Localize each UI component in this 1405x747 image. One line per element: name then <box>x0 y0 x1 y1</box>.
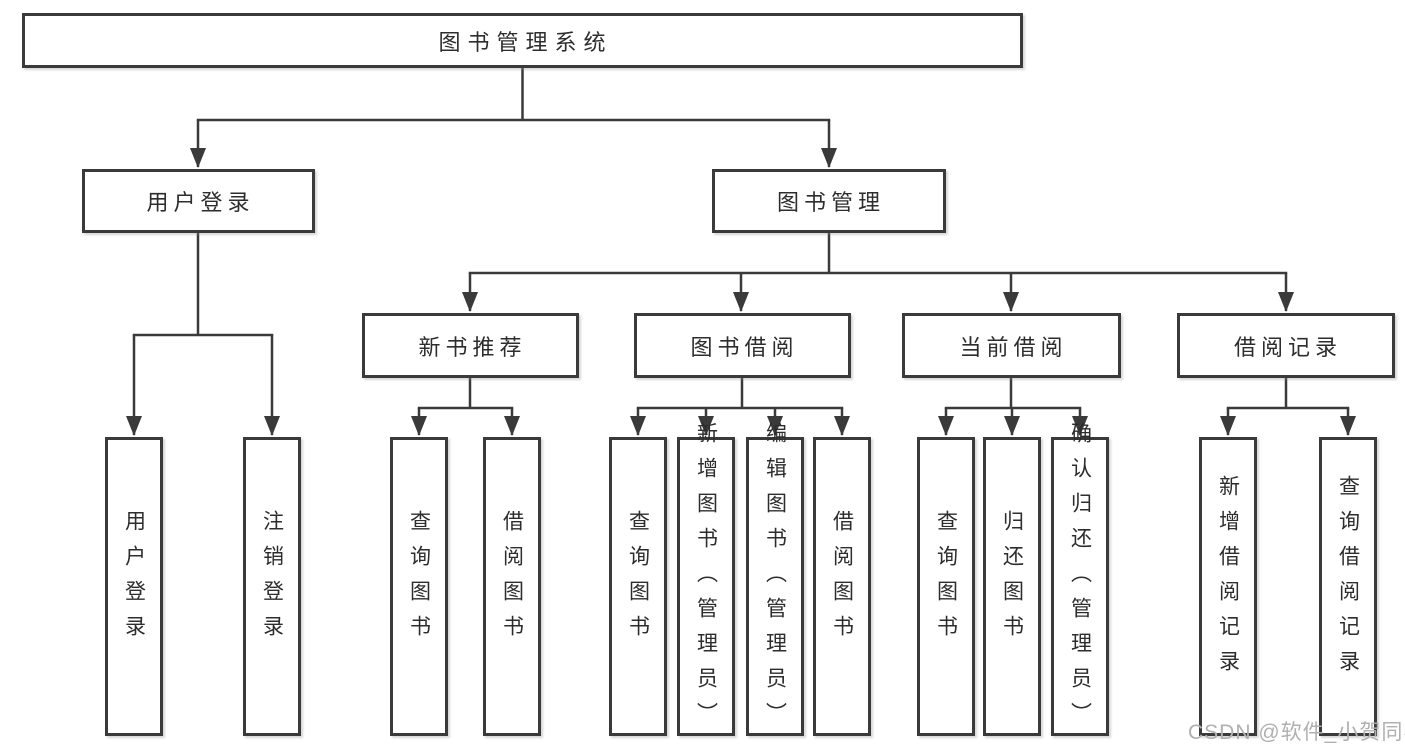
leaf-label: 注销登录 <box>260 509 284 650</box>
leaf-add-borrow-record: 新增借阅记录 <box>1199 437 1257 736</box>
node-label: 借阅记录 <box>1233 334 1342 360</box>
node-label: 当前借阅 <box>959 334 1068 360</box>
leaf-borrow-books-borrowing: 借阅图书 <box>813 437 871 736</box>
leaf-query-books-current: 查询图书 <box>917 437 975 736</box>
leaf-label: 编辑图书（管理员） <box>763 422 787 737</box>
leaf-label: 查询借阅记录 <box>1336 474 1360 685</box>
leaf-query-books-borrowing: 查询图书 <box>609 437 667 736</box>
leaf-label: 查询图书 <box>934 509 958 650</box>
node-user-login: 用户登录 <box>82 169 315 233</box>
node-book-borrowing: 图书借阅 <box>634 313 851 378</box>
leaf-label: 查询图书 <box>626 509 650 650</box>
node-label: 新书推荐 <box>418 334 527 360</box>
watermark: CSDN @软件_小贺同学 <box>1188 721 1405 744</box>
leaf-add-book-admin: 新增图书（管理员） <box>677 422 735 737</box>
leaf-label: 借阅图书 <box>500 509 524 650</box>
leaf-label: 新增借阅记录 <box>1216 474 1240 685</box>
leaf-label: 用户登录 <box>122 509 146 650</box>
leaf-edit-book-admin: 编辑图书（管理员） <box>746 422 804 737</box>
leaf-query-books-recommend: 查询图书 <box>390 437 448 736</box>
leaf-label: 查询图书 <box>407 509 431 650</box>
node-borrowing-records: 借阅记录 <box>1177 313 1395 378</box>
leaf-label: 确认归还（管理员） <box>1068 422 1092 737</box>
leaf-query-borrow-record: 查询借阅记录 <box>1319 437 1377 736</box>
node-library-management-system: 图书管理系统 <box>22 13 1023 68</box>
node-label: 图书借阅 <box>690 334 799 360</box>
node-new-book-recommendation: 新书推荐 <box>362 313 579 378</box>
leaf-return-book: 归还图书 <box>983 437 1041 736</box>
node-book-management: 图书管理 <box>712 169 946 233</box>
leaf-borrow-books-recommend: 借阅图书 <box>483 437 541 736</box>
node-label: 图书管理系统 <box>438 29 613 55</box>
node-label: 用户登录 <box>146 190 255 215</box>
leaf-label: 归还图书 <box>1000 509 1024 650</box>
leaf-logout: 注销登录 <box>243 437 301 736</box>
leaf-confirm-return-admin: 确认归还（管理员） <box>1051 422 1109 737</box>
leaf-label: 借阅图书 <box>830 509 854 650</box>
leaf-label: 新增图书（管理员） <box>694 422 718 737</box>
leaf-user-login: 用户登录 <box>105 437 163 736</box>
node-label: 图书管理 <box>776 190 885 215</box>
node-current-borrowing: 当前借阅 <box>902 313 1121 378</box>
